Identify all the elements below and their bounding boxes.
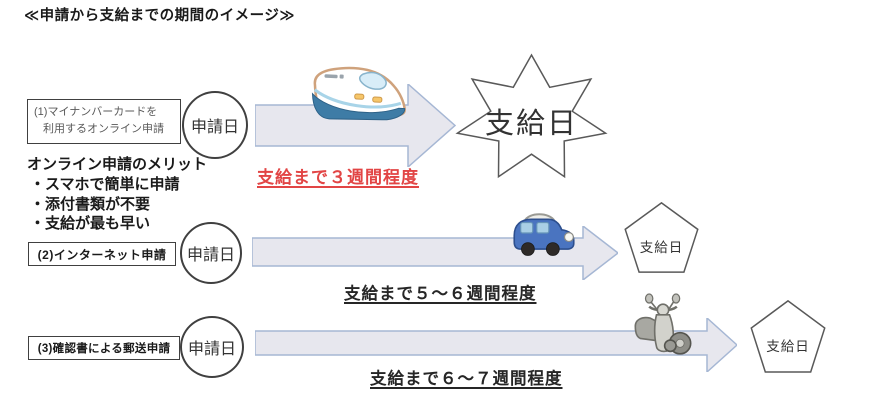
row1-start-circle: 申請日 [182,91,248,159]
row3-payday-pentagon: 支給日 [746,300,830,377]
row3-start-circle: 申請日 [180,316,244,378]
row1-label-line1: (1)マイナンバーカードを [34,106,158,118]
online-merits-block: オンライン申請のメリット ・スマホで簡単に申請 ・添付書類が不要 ・支給が最も早… [27,155,207,234]
pentagon-shape [624,202,699,273]
row2-payday-pentagon: 支給日 [620,202,703,277]
row2-start-circle: 申請日 [180,222,242,284]
row3-arrow [255,318,737,372]
row1-duration: 支給まで３週間程度 [257,168,419,187]
row3-duration: 支給まで６～７週間程度 [370,370,563,388]
row3-start-label: 申請日 [187,341,236,358]
merit-item: ・支給が最も早い [30,215,151,232]
row3-end-label: 支給日 [766,338,810,354]
row3-label-box: (3)確認書による郵送申請 [28,336,180,360]
row2-label: (2)インターネット申請 [37,247,167,262]
row1-arrow [255,84,456,167]
row2-end-label: 支給日 [639,239,684,255]
pentagon-shape [750,300,826,373]
merit-item: ・スマホで簡単に申請 [30,176,180,193]
merit-item: ・添付書類が不要 [30,195,151,213]
row1-label-box: (1)マイナンバーカードを 利用するオンライン申請 [27,99,181,144]
row2-start-label: 申請日 [186,247,235,264]
row1-start-label: 申請日 [190,119,239,136]
car-icon [507,202,581,269]
row2-label-box: (2)インターネット申請 [28,242,176,266]
row1-label-line2: 利用するオンライン申請 [43,123,164,135]
star-burst-shape [455,53,608,179]
shinkansen-train-icon [296,59,416,144]
row1-end-label: 支給日 [484,108,578,140]
row1-payday-star: 支給日 [453,49,610,185]
row3-label: (3)確認書による郵送申請 [37,343,171,355]
row2-duration: 支給まで５～６週間程度 [344,285,537,303]
merits-heading: オンライン申請のメリット [27,156,208,173]
scooter-icon [628,292,698,367]
page-title: ≪申請から支給までの期間のイメージ≫ [24,8,296,24]
